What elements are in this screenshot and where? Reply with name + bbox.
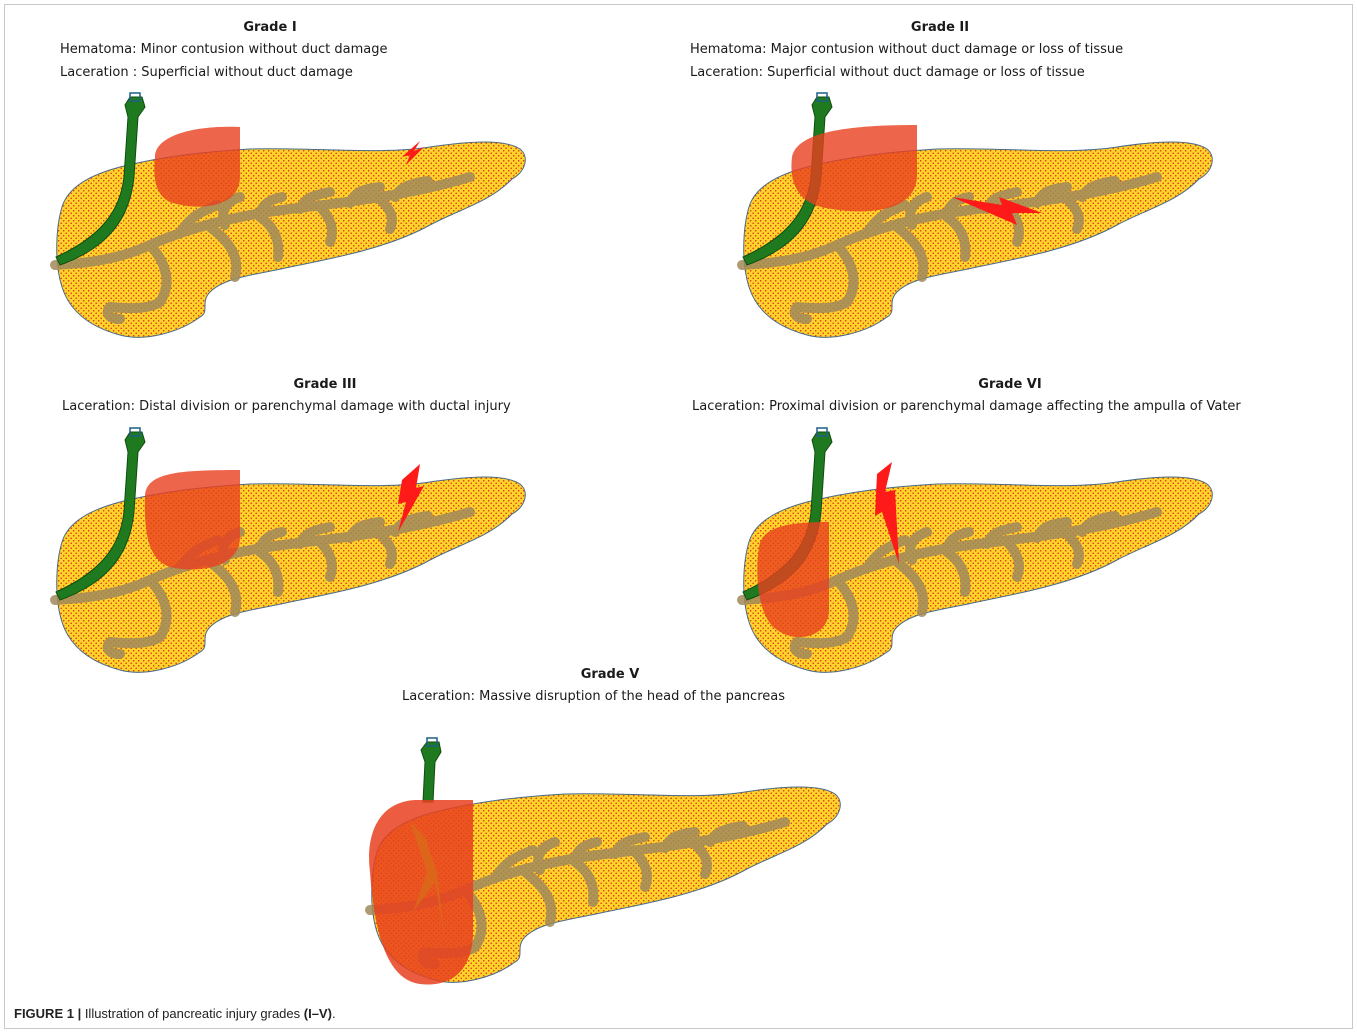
pancreas-diagram	[45, 92, 525, 332]
panel-description-line: Laceration: Superficial without duct dam…	[690, 65, 1085, 80]
figure-caption: FIGURE 1 | Illustration of pancreatic in…	[14, 1006, 336, 1021]
pancreas-diagram	[732, 92, 1212, 332]
panel-description-line: Hematoma: Minor contusion without duct d…	[60, 42, 387, 57]
panel-description-line: Laceration: Distal division or parenchym…	[62, 399, 511, 414]
pancreas-diagram	[45, 427, 525, 667]
caption-period: .	[332, 1006, 336, 1021]
caption-grade-range: (I–V)	[304, 1006, 332, 1021]
panel-description-line: Laceration: Proximal division or parench…	[692, 399, 1241, 414]
panel-grade-3: Grade III Laceration: Distal division or…	[30, 377, 650, 697]
pancreas-diagram	[360, 722, 840, 982]
panel-description-line: Laceration : Superficial without duct da…	[60, 65, 353, 80]
panel-grade-5: Grade V Laceration: Massive disruption o…	[360, 667, 960, 987]
panel-grade-2: Grade II Hematoma: Major contusion witho…	[690, 20, 1330, 340]
panel-title: Grade V	[360, 667, 860, 682]
pancreas-diagram	[732, 427, 1212, 667]
panel-description-line: Laceration: Massive disruption of the he…	[402, 689, 785, 704]
panel-title: Grade III	[30, 377, 620, 392]
panel-title: Grade II	[690, 20, 1190, 35]
panel-title: Grade VI	[690, 377, 1330, 392]
panel-description-line: Hematoma: Major contusion without duct d…	[690, 42, 1123, 57]
panel-title: Grade I	[30, 20, 510, 35]
panel-grade-1: Grade I Hematoma: Minor contusion withou…	[30, 20, 590, 340]
caption-text: Illustration of pancreatic injury grades	[81, 1006, 304, 1021]
panel-grade-4: Grade VI Laceration: Proximal division o…	[690, 377, 1340, 697]
caption-label: FIGURE 1 |	[14, 1006, 81, 1021]
